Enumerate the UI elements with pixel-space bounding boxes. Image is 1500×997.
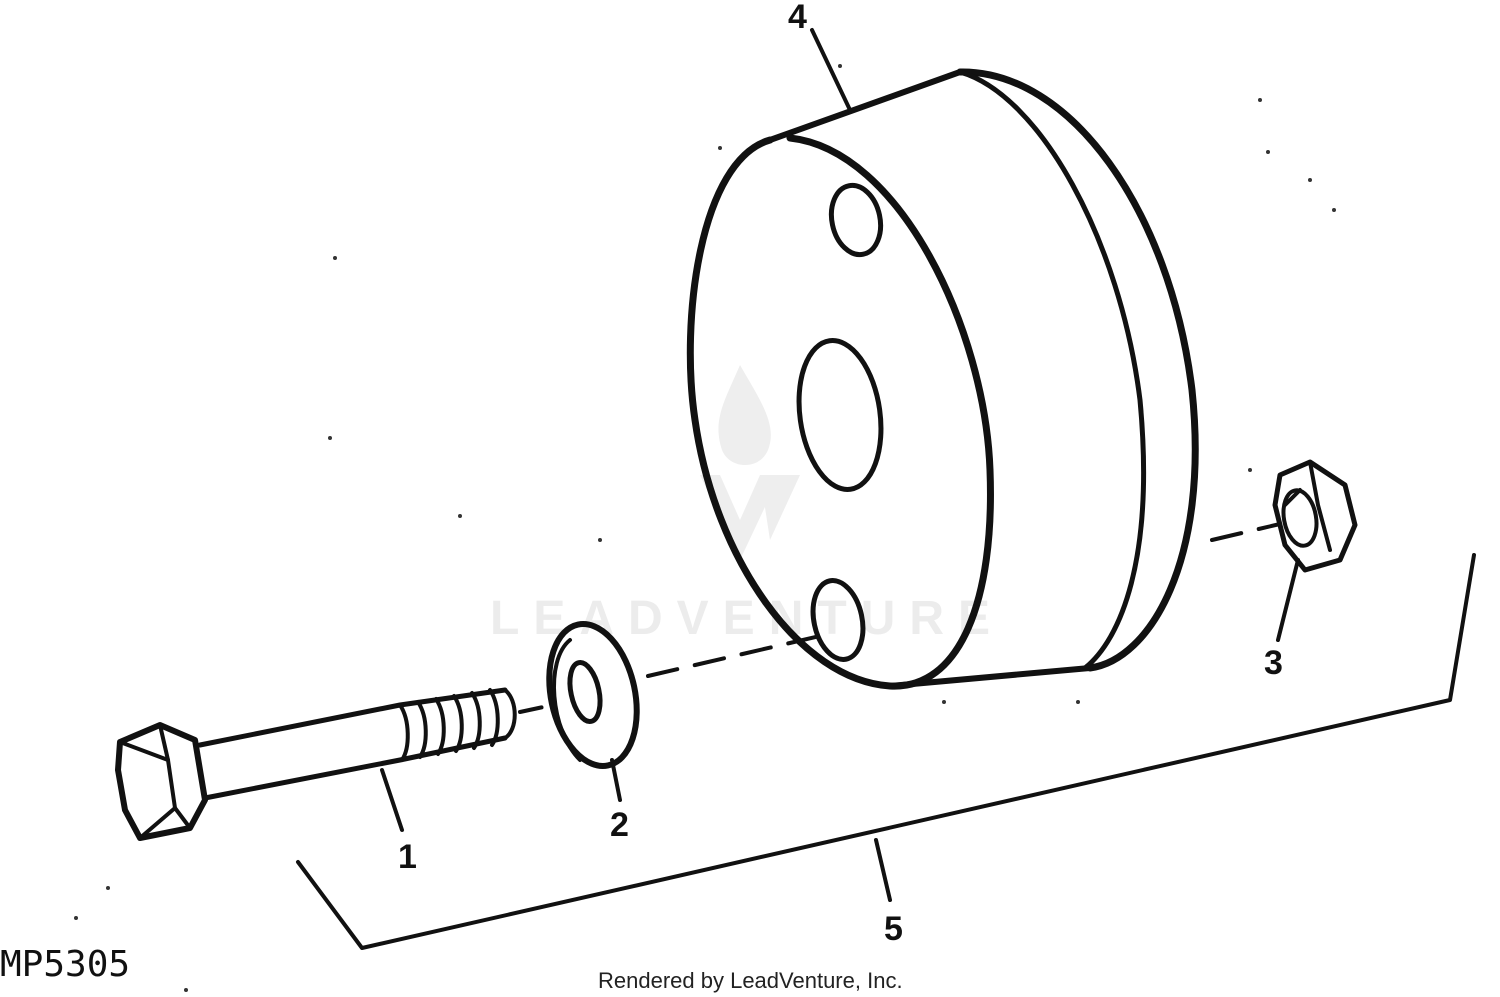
- washer-part: [546, 621, 640, 769]
- scan-speckles: [74, 64, 1336, 992]
- watermark-logo: [700, 365, 800, 560]
- bolt-part: [115, 687, 517, 841]
- leader-lines: [380, 28, 1300, 902]
- kit-bracket: [296, 553, 1476, 950]
- assembly-centerlines: [518, 522, 1282, 714]
- callout-5: 5: [884, 910, 903, 948]
- callout-1: 1: [398, 838, 417, 876]
- callout-4: 4: [788, 0, 807, 36]
- credit-line: Rendered by LeadVenture, Inc.: [598, 968, 903, 993]
- callout-2: 2: [610, 806, 629, 844]
- watermark-text: LEADVENTURE: [490, 592, 1004, 645]
- nut-part: [1272, 459, 1358, 573]
- figure-id: MP5305: [0, 944, 130, 985]
- callout-3: 3: [1264, 644, 1283, 682]
- weight-part: [686, 68, 1199, 690]
